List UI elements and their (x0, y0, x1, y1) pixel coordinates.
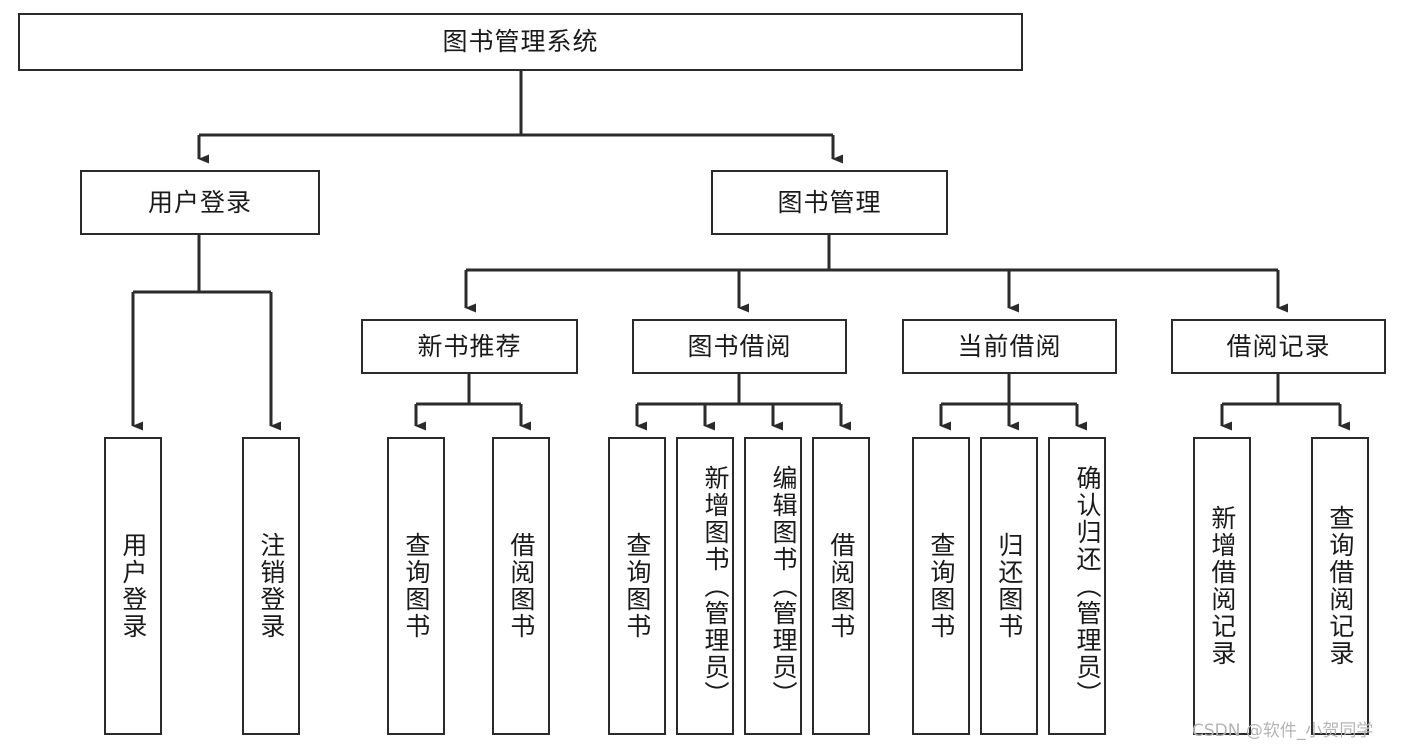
leaf-query-book-current[interactable]: 查询图书 (912, 437, 970, 735)
node-book-borrow[interactable]: 图书借阅 (632, 319, 847, 374)
node-current-borrow[interactable]: 当前借阅 (902, 319, 1117, 374)
node-new-book-recommend[interactable]: 新书推荐 (361, 319, 578, 374)
node-borrow-record[interactable]: 借阅记录 (1171, 319, 1386, 374)
leaf-user-login[interactable]: 用户登录 (104, 437, 162, 735)
watermark-credit: CSDN @软件_小贺同学 (1192, 721, 1374, 741)
leaf-query-book-recommend[interactable]: 查询图书 (387, 437, 445, 735)
leaf-query-book-borrow[interactable]: 查询图书 (608, 437, 666, 735)
node-book-manage[interactable]: 图书管理 (711, 170, 948, 235)
node-root-system[interactable]: 图书管理系统 (18, 13, 1023, 71)
node-user-login[interactable]: 用户登录 (80, 170, 320, 235)
leaf-logout-login[interactable]: 注销登录 (242, 437, 300, 735)
leaf-add-book-admin[interactable]: 新增图书（管理员） (676, 437, 734, 735)
leaf-borrow-book-recommend[interactable]: 借阅图书 (492, 437, 550, 735)
leaf-edit-book-admin[interactable]: 编辑图书（管理员） (744, 437, 802, 735)
leaf-confirm-return-admin[interactable]: 确认归还（管理员） (1048, 437, 1106, 735)
leaf-borrow-book-borrow[interactable]: 借阅图书 (812, 437, 870, 735)
leaf-add-borrow-record[interactable]: 新增借阅记录 (1193, 437, 1251, 735)
leaf-query-borrow-record[interactable]: 查询借阅记录 (1311, 437, 1369, 735)
leaf-return-book[interactable]: 归还图书 (980, 437, 1038, 735)
